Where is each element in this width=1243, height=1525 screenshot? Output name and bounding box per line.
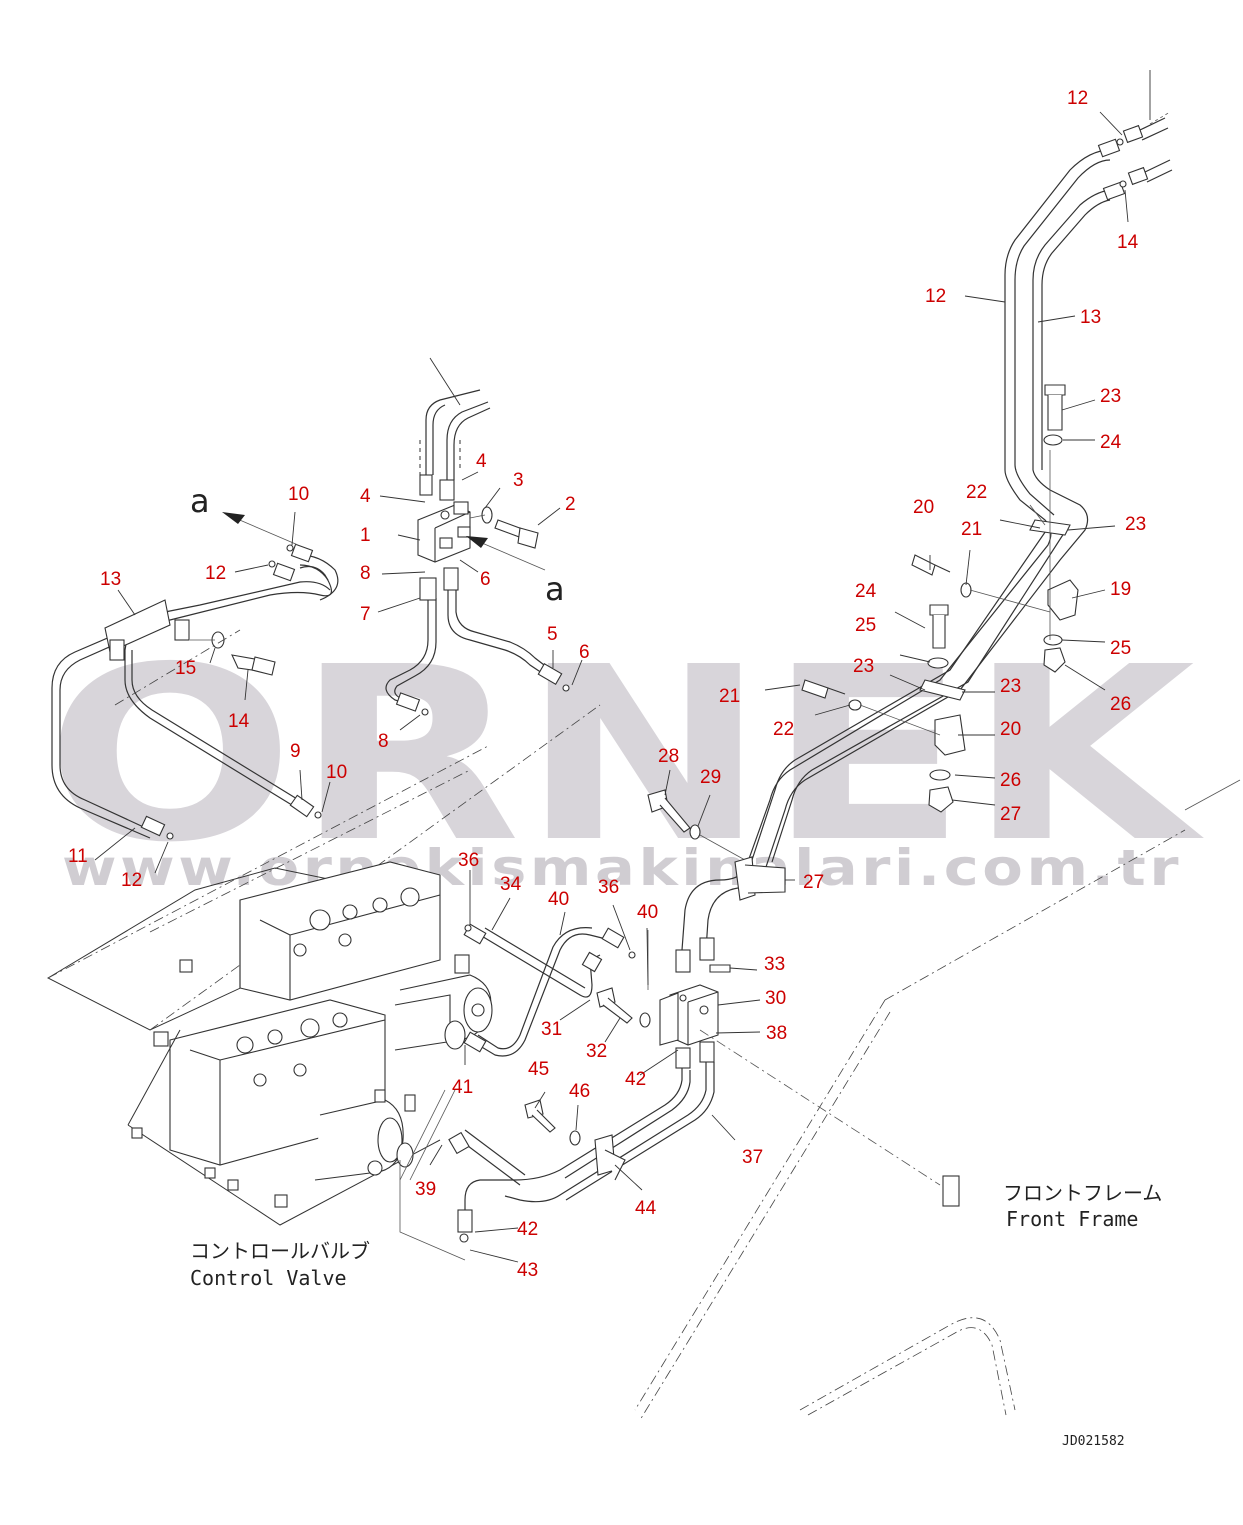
callout-36a: 36 — [458, 850, 479, 871]
callout-5: 5 — [547, 624, 558, 645]
callout-6b: 6 — [579, 642, 590, 663]
callout-40b: 41 — [452, 1077, 473, 1098]
view-ref-a-right: a — [545, 570, 565, 608]
callout-38a: 38 — [766, 1023, 787, 1044]
fittings-17-19-46 — [1097, 111, 1173, 201]
callout-10b: 10 — [326, 762, 347, 783]
bolt-29-bracket-28 — [647, 789, 786, 901]
callout-36b: 36 — [598, 877, 619, 898]
callout-27a: 26 — [1110, 694, 1131, 715]
callout-37: 37 — [742, 1147, 763, 1168]
callout-28: 27 — [803, 872, 824, 893]
callout-6a: 6 — [480, 569, 491, 590]
callout-31: 30 — [765, 988, 786, 1009]
callout-35: 34 — [500, 874, 522, 895]
notes: コントロールバルブ Control Valve フロントフレーム Front F… — [190, 1181, 1162, 1449]
callout-2: 2 — [565, 494, 576, 515]
callout-22a: 21 — [961, 519, 982, 540]
front-frame-bracket — [942, 1175, 960, 1207]
callout-26a: 25 — [1110, 638, 1131, 659]
pipe-5-7 — [385, 567, 570, 716]
callout-32: 31 — [541, 1019, 562, 1040]
callout-44: 45 — [528, 1059, 549, 1080]
callout-10a: 10 — [288, 484, 309, 505]
callout-33: 32 — [586, 1041, 607, 1062]
pipe-9-11 — [51, 543, 339, 840]
callout-4a: 4 — [360, 486, 371, 507]
front-frame-outline — [634, 779, 1241, 1421]
control-valve — [46, 704, 601, 1261]
callout-24b: 24 — [855, 581, 877, 602]
callout-1: 1 — [360, 525, 371, 546]
pipe-32-35-39 — [463, 923, 651, 1146]
callout-17: 12 — [1067, 88, 1088, 109]
callout-38b: 39 — [415, 1179, 436, 1200]
note-front-frame-jp: フロントフレーム — [1003, 1181, 1162, 1205]
callout-8a: 8 — [360, 563, 371, 584]
callout-18: 13 — [1080, 307, 1101, 328]
callout-22b: 22 — [773, 719, 794, 740]
callout-25b: 25 — [855, 615, 876, 636]
callout-29: 28 — [658, 746, 679, 767]
callout-45: 46 — [569, 1081, 590, 1102]
callout-3: 3 — [513, 470, 524, 491]
callout-12b: 12 — [121, 870, 142, 891]
callout-40a: 40 — [637, 902, 658, 923]
view-ref-a-left: a — [190, 482, 210, 520]
watermark: ORNEK www.ornekismakinalari.com.tr — [45, 615, 1205, 897]
callout-25a: 24 — [1100, 432, 1122, 453]
note-control-valve-en: Control Valve — [190, 1266, 347, 1290]
callout-21a: 20 — [913, 497, 934, 518]
note-front-frame-en: Front Frame — [1006, 1207, 1138, 1231]
callout-4b: 4 — [476, 451, 487, 472]
callout-16: 12 — [925, 286, 946, 307]
solenoid-lower — [314, 1099, 414, 1181]
callout-13: 13 — [100, 569, 121, 590]
leader-lines — [94, 70, 1151, 1263]
callout-9: 9 — [290, 741, 301, 762]
callout-23a: 22 — [966, 482, 987, 503]
note-control-valve-jp: コントロールバルブ — [190, 1239, 370, 1263]
callout-42b: 43 — [517, 1260, 538, 1281]
callout-23d: 23 — [1000, 676, 1021, 697]
callout-15: 15 — [175, 658, 196, 679]
view-arrows: a a — [190, 482, 565, 608]
watermark-url: www.ornekismakinalari.com.tr — [62, 839, 1182, 897]
callout-14: 14 — [228, 711, 250, 732]
callout-20b: 20 — [1000, 719, 1021, 740]
callout-27b: 27 — [1000, 804, 1021, 825]
drawing-number: JD021582 — [1062, 1434, 1125, 1449]
bolt-2-washer-3 — [469, 506, 539, 549]
callout-21b: 21 — [719, 686, 740, 707]
callout-30: 29 — [700, 767, 721, 788]
solenoid-upper — [394, 974, 493, 1051]
clamp-brackets-right — [801, 384, 1079, 813]
valve-block-31 — [659, 937, 941, 1186]
callout-24a: 23 — [1100, 386, 1121, 407]
callout-7: 7 — [360, 604, 371, 625]
callout-11: 11 — [68, 846, 88, 867]
callout-43: 44 — [635, 1198, 657, 1219]
callout-23c: 23 — [853, 656, 874, 677]
callout-12a: 12 — [205, 563, 226, 584]
callout-42a: 42 — [625, 1069, 646, 1090]
callout-19: 14 — [1117, 232, 1139, 253]
callout-41: 42 — [517, 1219, 538, 1240]
callout-26b: 26 — [1000, 770, 1021, 791]
callout-20a: 19 — [1110, 579, 1131, 600]
callout-numbers: 12 14 12 13 23 24 22 23 20 21 19 25 26 2… — [68, 88, 1146, 1281]
valve-block-1 — [417, 389, 491, 563]
callout-8b: 8 — [378, 731, 389, 752]
callout-34: 33 — [764, 954, 785, 975]
callout-23b: 23 — [1125, 514, 1146, 535]
callout-39: 40 — [548, 889, 569, 910]
